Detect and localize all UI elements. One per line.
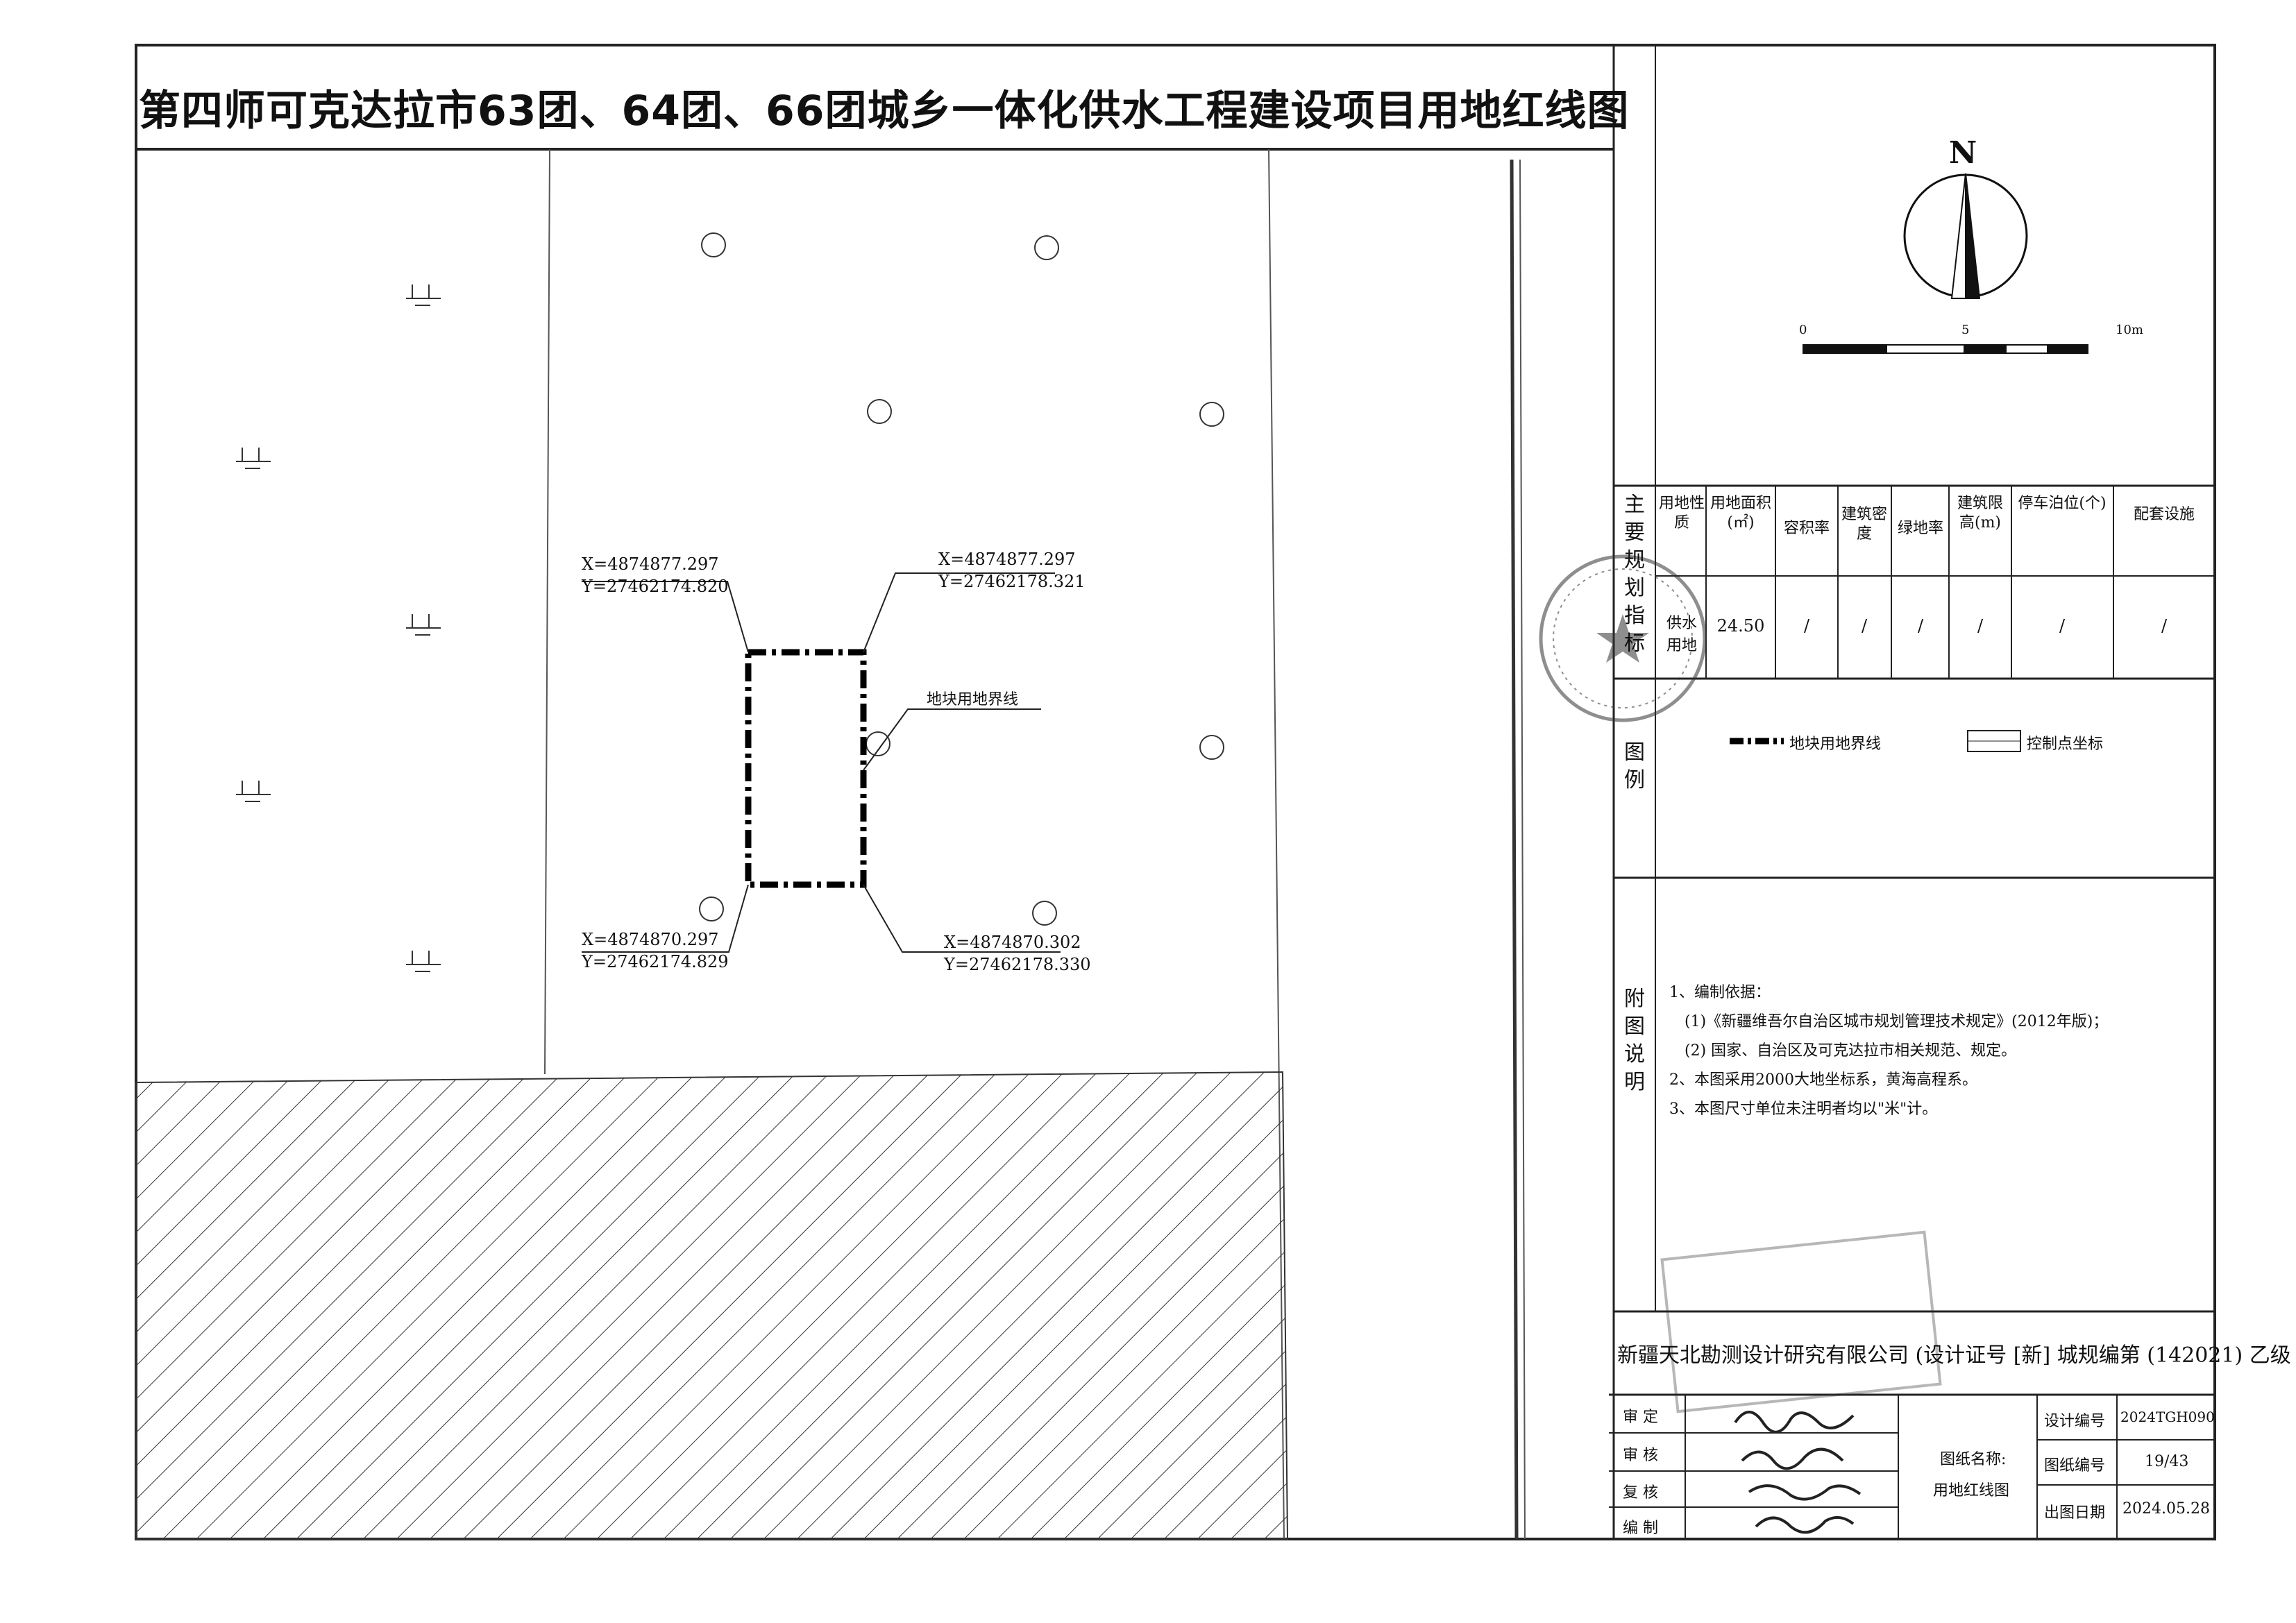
td-land-use: 供水用地 [1666,615,1697,654]
leader-top-left [582,581,749,653]
drawing-title: 第四师可克达拉市63团、64团、66团城乡一体化供水工程建设项目用地红线图 [139,87,1630,135]
td-green: / [1917,616,1924,636]
tree-symbol [699,897,724,921]
company-line: 新疆天北勘测设计研究有限公司 (设计证号 [新] 城规编第 (142021) 乙… [1617,1343,2291,1368]
coord-bottom-left: X=4874870.297 Y=27462174.829 [582,930,729,971]
note-line: 3、本图尺寸单位未注明者均以"米"计。 [1669,1101,1938,1118]
th-land-use: 用地性质 [1658,495,1705,532]
th-area: 用地面积(㎡) [1710,495,1771,532]
sheet-no-label: 图纸编号 [2044,1457,2106,1475]
north-arrow [1903,173,2028,299]
legend-side-label: 图例 [1624,740,1645,792]
td-facilities: / [2161,616,2168,636]
legend-control-label: 控制点坐标 [2027,736,2104,753]
tree-symbol [866,731,890,756]
coord-top-right: X=4874877.297 Y=27462178.321 [938,550,1086,591]
td-parking: / [2059,616,2066,636]
th-far: 容积率 [1783,520,1830,537]
map-area [135,148,1526,1540]
note-line: (1)《新疆维吾尔自治区城市规划管理技术规定》(2012年版)； [1685,1013,2109,1030]
tree-symbol [1199,402,1224,427]
date-label: 出图日期 [2044,1504,2106,1522]
date: 2024.05.28 [2122,1500,2210,1518]
role-review: 审 核 [1623,1447,1658,1464]
field-symbol [406,284,441,306]
leader-top-right [863,572,1055,653]
th-parking: 停车泊位(个) [2018,495,2107,512]
scale-label-5: 5 [1961,323,1970,337]
parcel-boundary [745,649,867,888]
tree-symbol [701,232,726,257]
boundary-callout: 地块用地界线 [927,691,1019,708]
field-symbol [236,448,271,469]
notes-side-label: 附图说明 [1624,987,1645,1094]
hatched-area [135,1071,1289,1540]
td-far: / [1803,616,1810,636]
sheet-no: 19/43 [2145,1453,2189,1470]
scale-label-10: 10m [2116,323,2143,337]
th-density: 建筑密度 [1841,506,1887,543]
notes-block: 1、编制依据： (1)《新疆维吾尔自治区城市规划管理技术规定》(2012年版)；… [1669,978,2108,1124]
note-line: 1、编制依据： [1669,984,1771,1001]
th-green: 绿地率 [1897,520,1943,537]
role-check: 复 核 [1623,1484,1658,1502]
leader-bottom-right [863,884,1061,953]
note-line: (2) 国家、自治区及可克达拉市相关规范、规定。 [1685,1042,2017,1060]
tree-symbol [1034,235,1059,260]
field-symbol [236,781,271,802]
td-height: / [1977,616,1984,636]
field-symbol [406,951,441,972]
td-density: / [1861,616,1868,636]
design-no: 2024TGH090 [2120,1409,2215,1425]
legend-boundary-label: 地块用地界线 [1789,736,1882,753]
leader-bottom-left [582,884,749,953]
scale-label-0: 0 [1799,323,1807,337]
th-height: 建筑限高(m) [1957,495,2003,532]
signatures [1734,1411,1862,1534]
indicators-side-label: 主要规划指标 [1624,493,1645,656]
coord-top-left: X=4874877.297 Y=27462174.820 [582,554,729,596]
tree-symbol [867,399,892,424]
role-approve: 审 定 [1623,1409,1658,1426]
field-symbol [406,614,441,636]
road-edge-1 [1510,159,1519,1540]
tree-symbol [1032,901,1057,926]
parcel-line-1 [544,148,550,1075]
design-no-label: 设计编号 [2044,1413,2106,1430]
drawing-name: 用地红线图 [1933,1482,2010,1499]
north-label: N [1949,135,1977,171]
road-edge-2 [1519,159,1526,1540]
design-stamp [1660,1230,1942,1413]
note-line: 2、本图采用2000大地坐标系，黄海高程系。 [1669,1071,1977,1089]
scale-bar [1803,344,2088,354]
th-facilities: 配套设施 [2133,506,2195,523]
drawing-name-label: 图纸名称: [1940,1451,2007,1468]
leader-boundary-callout [863,708,1041,771]
tree-symbol [1199,735,1224,760]
td-area: 24.50 [1716,616,1765,636]
coord-bottom-right: X=4874870.302 Y=27462178.330 [944,933,1091,974]
role-prepare: 编 制 [1623,1520,1658,1537]
seal-stamp [1539,554,1707,722]
